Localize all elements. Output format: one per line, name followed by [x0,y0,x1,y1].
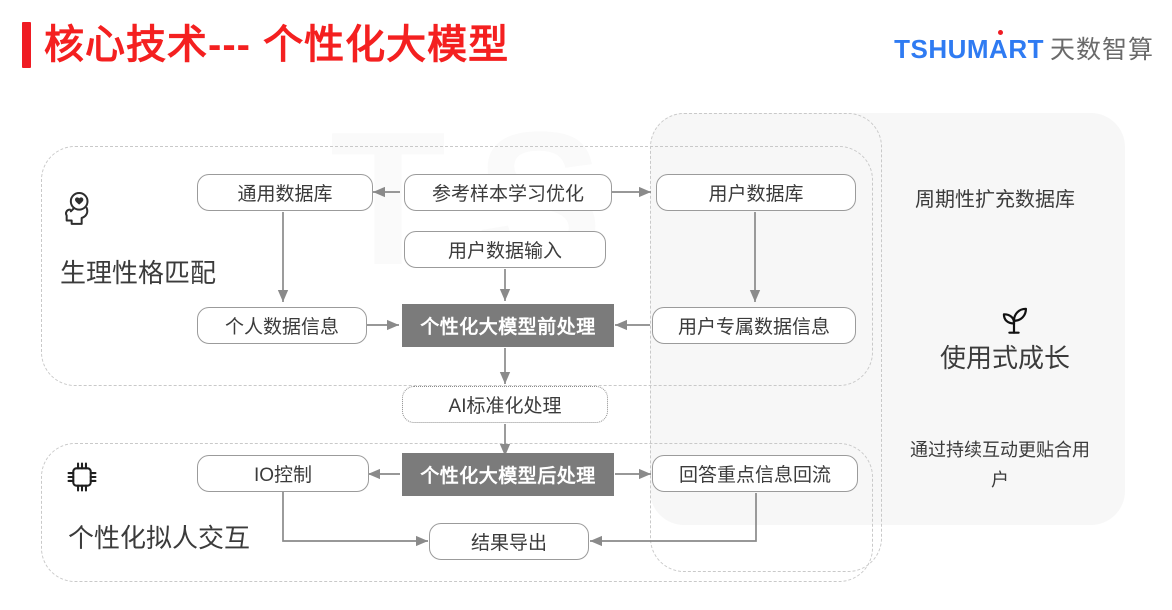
node-general-db[interactable]: 通用数据库 [197,174,373,211]
right-panel-heading: 周期性扩充数据库 [915,189,1075,211]
node-user-db[interactable]: 用户数据库 [656,174,856,211]
node-reference-sample[interactable]: 参考样本学习优化 [404,174,612,211]
cpu-chip-icon [63,458,101,496]
title-text: 核心技术--- 个性化大模型 [44,23,510,67]
node-model-postprocess[interactable]: 个性化大模型后处理 [402,453,614,496]
node-user-exclusive-data[interactable]: 用户专属数据信息 [652,307,856,344]
node-personal-data-info[interactable]: 个人数据信息 [197,307,367,344]
group-humanlike-interaction [41,443,873,582]
node-user-data-input[interactable]: 用户数据输入 [404,231,606,268]
group-label-humanlike-interaction: 个性化拟人交互 [68,523,251,553]
brand-logo: TSHUMART 天数智算 [894,30,1154,66]
right-panel-caption: 通过持续互动更贴合用户 [910,440,1090,490]
page-title: 核心技术--- 个性化大模型 [22,22,509,68]
node-answer-feedback[interactable]: 回答重点信息回流 [652,455,858,492]
logo-wordmark-en: TSHUMART [894,30,1044,65]
title-accent-bar [22,22,31,68]
logo-wordmark-cn: 天数智算 [1049,36,1154,64]
sprout-icon [992,296,1036,340]
node-result-export[interactable]: 结果导出 [429,523,589,560]
node-model-preprocess[interactable]: 个性化大模型前处理 [402,304,614,347]
group-user-data-column [650,113,882,572]
node-io-control[interactable]: IO控制 [197,455,369,492]
logo-accent-dot-icon [998,30,1004,35]
right-panel-subheading: 使用式成长 [940,343,1071,373]
head-heart-icon [60,188,100,228]
node-ai-standardization[interactable]: AI标准化处理 [402,386,608,423]
group-label-physio-personality: 生理性格匹配 [60,258,217,288]
group-physio-personality [41,146,873,386]
logo-wordmark-en-text: TSHUMART [894,34,1044,64]
